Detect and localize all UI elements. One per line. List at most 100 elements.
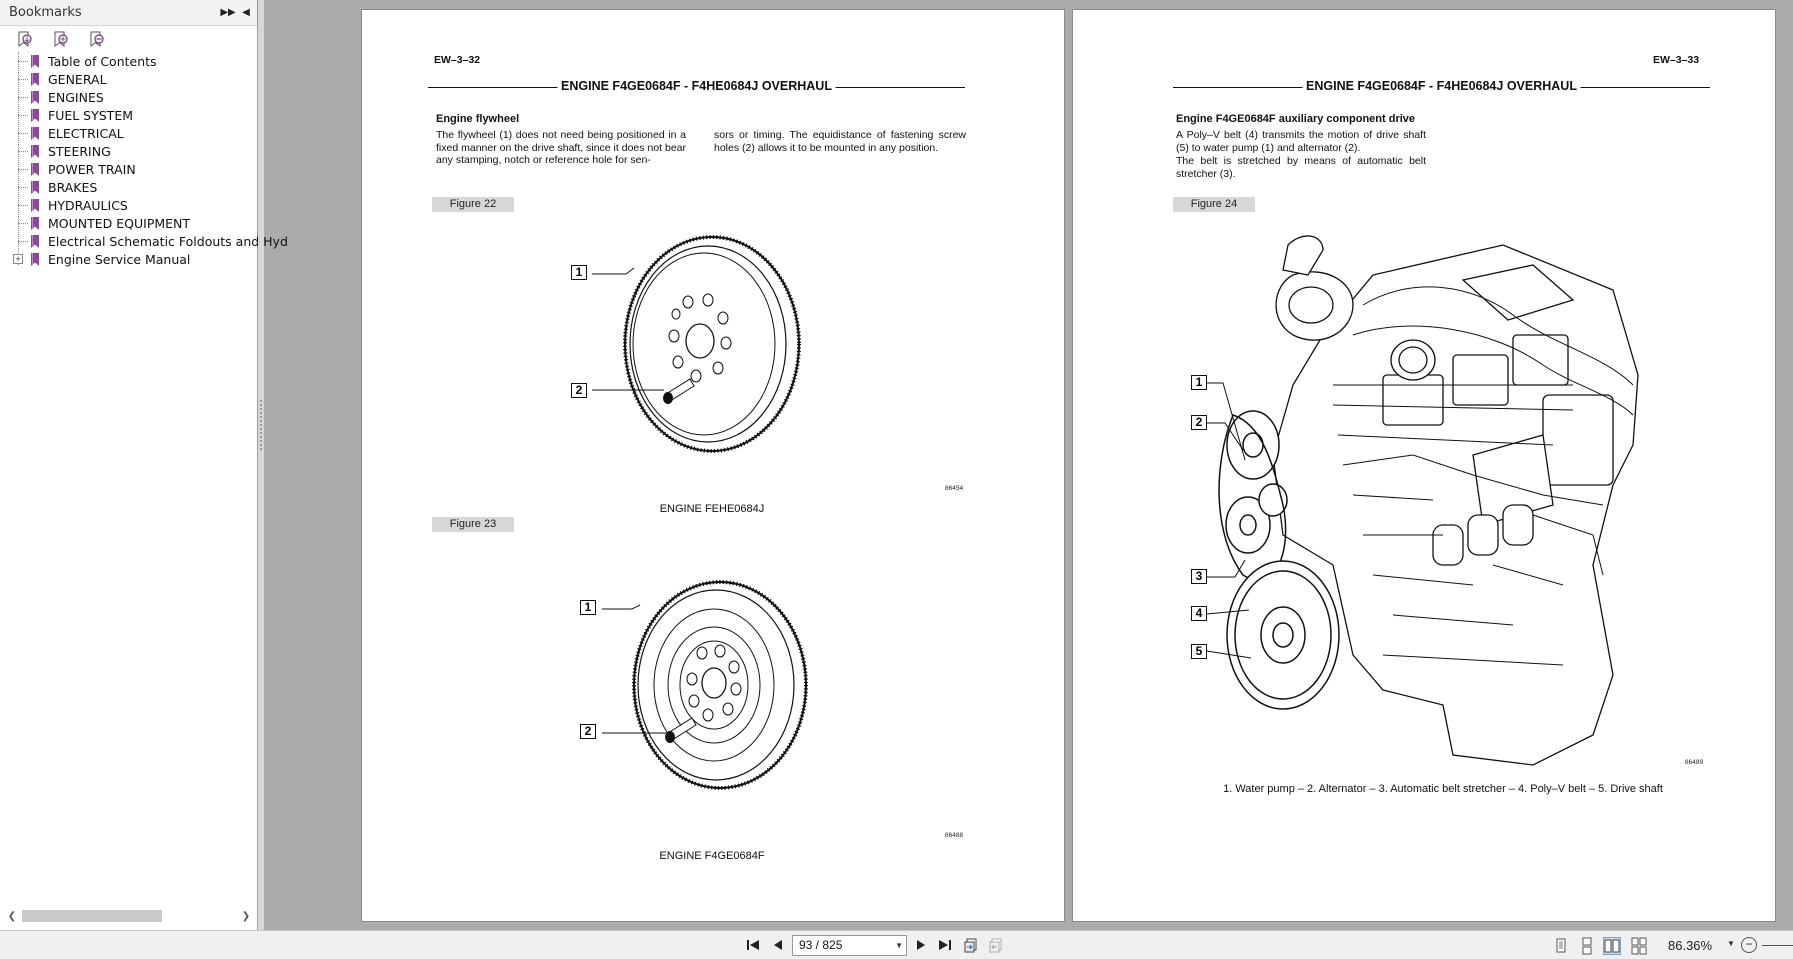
bookmark-icon <box>31 126 39 140</box>
bookmarks-toolbar <box>0 26 257 52</box>
callout-5: 5 <box>1191 644 1207 659</box>
continuous-view-icon[interactable] <box>1578 937 1596 955</box>
page-number-value: 93 / 825 <box>799 938 843 952</box>
bookmark-icon <box>31 144 39 158</box>
bookmark-label: GENERAL <box>48 71 107 87</box>
bookmark-item[interactable]: + Engine Service Manual <box>6 250 257 268</box>
bookmark-label: Table of Contents <box>48 53 157 69</box>
figure-code: 86454 <box>945 485 964 492</box>
bookmark-label: BRAKES <box>48 179 98 195</box>
callout-2: 2 <box>1191 415 1207 430</box>
bookmark-item[interactable]: MOUNTED EQUIPMENT <box>6 214 257 232</box>
bookmark-icon <box>31 252 39 266</box>
new-bookmark-icon[interactable] <box>52 30 70 48</box>
scroll-track[interactable] <box>18 910 240 922</box>
bookmark-label: STEERING <box>48 143 111 159</box>
bookmark-label: ENGINES <box>48 89 104 105</box>
bookmark-item[interactable]: BRAKES <box>6 178 257 196</box>
bookmark-item[interactable]: Electrical Schematic Foldouts and Hyd <box>6 232 288 250</box>
callout-3: 3 <box>1191 569 1207 584</box>
bookmark-item[interactable]: GENERAL <box>6 70 257 88</box>
expand-toggle-icon[interactable]: + <box>13 254 23 264</box>
document-page-left: EW–3–32 ENGINE F4GE0684F - F4HE0684J OVE… <box>361 9 1065 922</box>
document-page-right: EW–3–33 ENGINE F4GE0684F - F4HE0684J OVE… <box>1072 9 1776 922</box>
running-header: ENGINE F4GE0684F - F4HE0684J OVERHAUL <box>428 79 965 95</box>
triangle-left-icon[interactable]: ◀ <box>242 7 250 18</box>
callout-1: 1 <box>1191 375 1207 390</box>
bookmark-item[interactable]: Table of Contents <box>6 52 257 70</box>
bookmark-label: POWER TRAIN <box>48 161 136 177</box>
figure-caption: ENGINE F4GE0684F <box>659 850 765 862</box>
bookmark-icon <box>31 216 39 230</box>
previous-page-icon[interactable] <box>769 937 787 955</box>
next-page-icon[interactable] <box>912 937 930 955</box>
callout-4: 4 <box>1191 606 1207 621</box>
bookmark-item[interactable]: ENGINES <box>6 88 257 106</box>
figure-caption: 1. Water pump – 2. Alternator – 3. Autom… <box>1223 783 1663 795</box>
scroll-right-icon[interactable]: ❯ <box>241 910 251 922</box>
paragraph-col2: sors or timing. The equidistance of fast… <box>714 129 966 154</box>
bookmark-label: ELECTRICAL <box>48 125 124 141</box>
facing-view-icon[interactable] <box>1603 937 1621 955</box>
bookmark-label: Electrical Schematic Foldouts and Hyd <box>48 233 288 249</box>
double-chevron-right-icon[interactable]: ▶▶ <box>220 7 236 18</box>
navigation-bar: 93 / 825 ▼ 86.36% ▼ − <box>0 930 1793 959</box>
zoom-slider[interactable] <box>1762 945 1793 946</box>
delete-bookmark-icon[interactable] <box>88 30 106 48</box>
scroll-left-icon[interactable]: ❮ <box>7 910 17 922</box>
bookmarks-title: Bookmarks <box>9 5 82 20</box>
bookmark-item[interactable]: ELECTRICAL <box>6 124 257 142</box>
bookmark-icon <box>31 234 39 248</box>
first-page-icon[interactable] <box>744 937 762 955</box>
callout-2: 2 <box>580 724 596 739</box>
running-header-text: ENGINE F4GE0684F - F4HE0684J OVERHAUL <box>557 79 836 93</box>
paragraph-col1: The flywheel (1) does not need being pos… <box>436 129 686 166</box>
bookmark-icon <box>31 90 39 104</box>
figure-tag: Figure 22 <box>432 197 514 212</box>
running-header-text: ENGINE F4GE0684F - F4HE0684J OVERHAUL <box>1302 79 1581 93</box>
bookmark-icon <box>31 54 39 68</box>
figure-caption: ENGINE FEHE0684J <box>659 503 765 515</box>
bookmarks-horizontal-scrollbar[interactable]: ❮ ❯ <box>6 908 252 924</box>
figure-tag: Figure 23 <box>432 517 514 532</box>
bookmark-item[interactable]: HYDRAULICS <box>6 196 257 214</box>
bookmark-label: FUEL SYSTEM <box>48 107 133 123</box>
running-header: ENGINE F4GE0684F - F4HE0684J OVERHAUL <box>1173 79 1710 95</box>
chevron-down-icon[interactable]: ▼ <box>1727 939 1735 948</box>
continuous-facing-view-icon[interactable] <box>1630 937 1648 955</box>
next-view-icon[interactable] <box>987 937 1005 955</box>
paragraph-2: The belt is stretched by means of automa… <box>1176 155 1426 180</box>
chevron-down-icon[interactable]: ▼ <box>895 941 903 950</box>
bookmark-label: Engine Service Manual <box>48 251 191 267</box>
section-title: Engine F4GE0684F auxiliary component dri… <box>1176 113 1416 125</box>
bookmark-icon <box>31 72 39 86</box>
page-number: EW–3–33 <box>1653 54 1700 66</box>
bookmark-item[interactable]: STEERING <box>6 142 257 160</box>
callout-1: 1 <box>571 265 587 280</box>
flywheel-illustration-a <box>592 235 801 453</box>
page-number: EW–3–32 <box>434 54 481 66</box>
flywheel-illustration-b <box>602 580 808 790</box>
zoom-out-icon[interactable]: − <box>1741 937 1757 953</box>
previous-view-icon[interactable] <box>962 937 980 955</box>
bookmark-label: HYDRAULICS <box>48 197 128 213</box>
bookmark-label: MOUNTED EQUIPMENT <box>48 215 191 231</box>
bookmark-icon <box>31 108 39 122</box>
engine-illustration <box>1218 235 1639 766</box>
figure-tag: Figure 24 <box>1173 197 1255 212</box>
last-page-icon[interactable] <box>936 937 954 955</box>
callout-2: 2 <box>571 383 587 398</box>
bookmark-item[interactable]: FUEL SYSTEM <box>6 106 257 124</box>
page-number-input[interactable]: 93 / 825 ▼ <box>792 935 907 956</box>
figure-code: 86488 <box>945 832 964 839</box>
bookmark-item[interactable]: POWER TRAIN <box>6 160 257 178</box>
single-page-view-icon[interactable] <box>1552 937 1570 955</box>
panel-splitter[interactable] <box>258 0 264 930</box>
scroll-thumb[interactable] <box>22 910 162 922</box>
zoom-level[interactable]: 86.36% <box>1668 938 1713 953</box>
callout-1: 1 <box>580 600 596 615</box>
expand-bookmark-icon[interactable] <box>16 30 34 48</box>
bookmark-icon <box>31 180 39 194</box>
